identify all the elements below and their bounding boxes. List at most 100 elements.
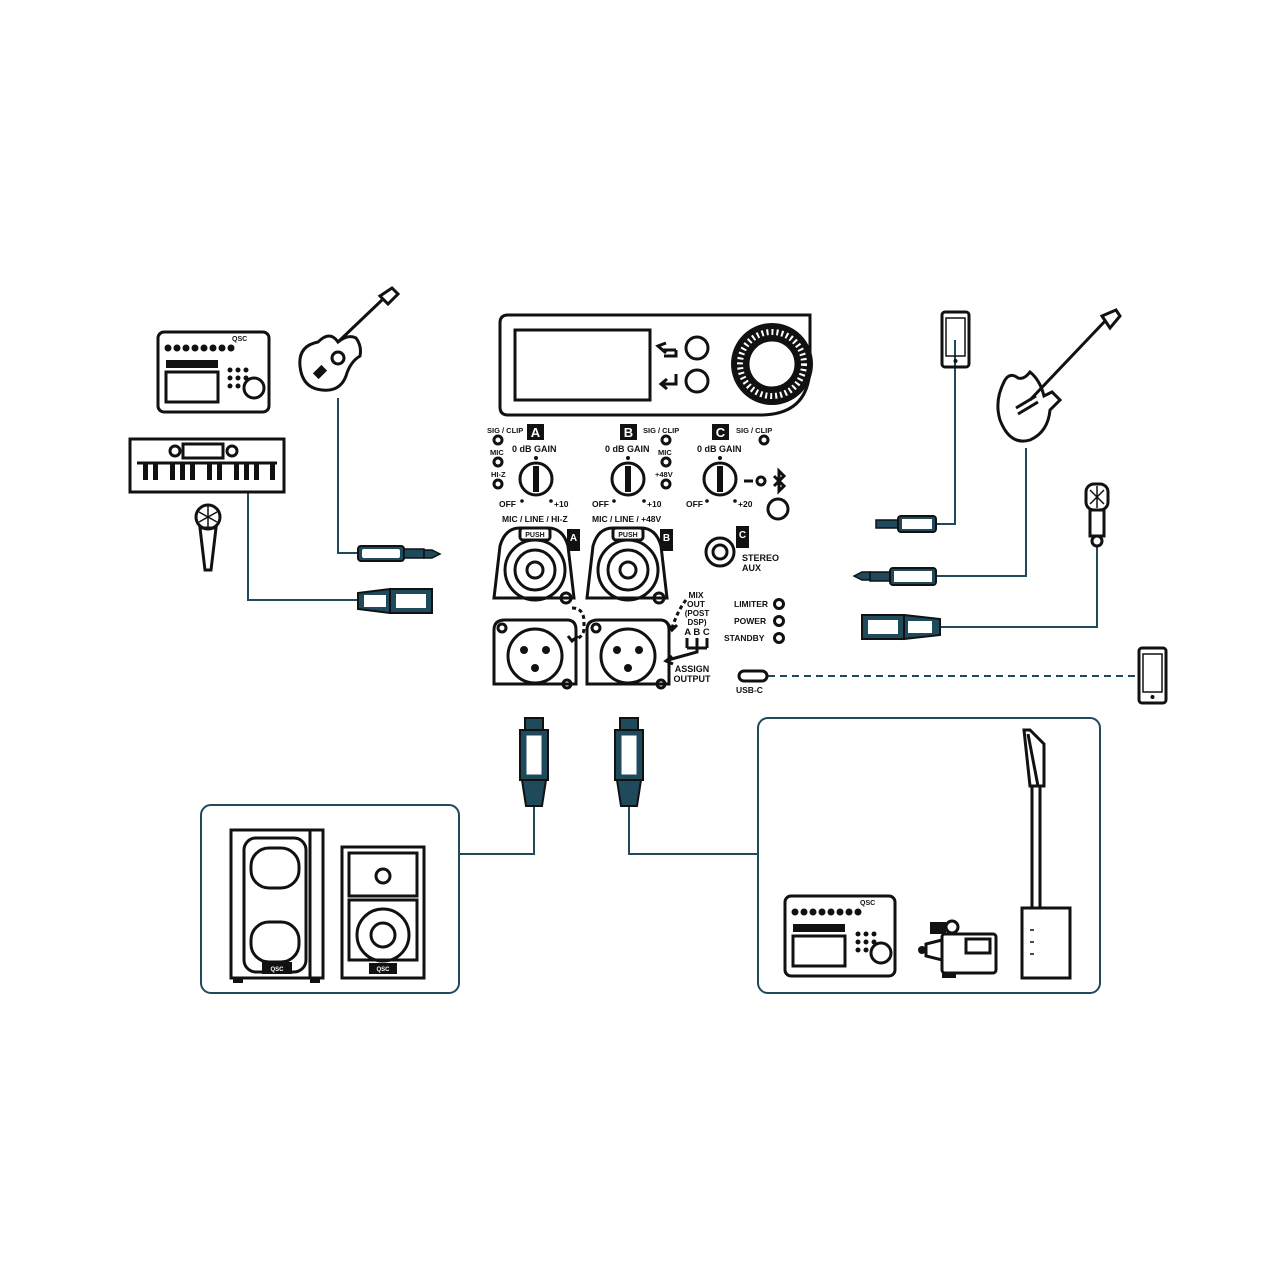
microphone-icon [194,503,222,572]
ch-a-letter: A [531,425,541,440]
mic-led-b [660,456,672,468]
keyboard-icon [128,437,286,494]
max-label-b: +10 [647,499,662,509]
gain-knob-a[interactable] [518,461,554,497]
xlr-output-a[interactable] [492,618,578,690]
stereo-label: STEREO [742,553,779,563]
guitar-ts-plug [357,545,442,562]
xlr-out-plug-b [614,717,644,807]
standby-led [773,632,785,644]
back-arrow-icon [655,341,678,358]
enter-arrow-icon [658,374,678,391]
guitar-icon [298,286,401,392]
bluetooth-pair-button[interactable] [766,497,790,521]
ch-b-letter: B [624,425,633,440]
in-a-letter: A [570,533,577,544]
max-label-c: +20 [738,499,753,509]
mixer-logo-bottom-right: QSC [860,900,875,907]
smartphone-icon [940,310,971,369]
smartphone-icon [1137,646,1168,705]
assign-out-cable [628,805,758,855]
sig-clip-label-c: SIG / CLIP [736,426,772,435]
subwoofer-logo: QSC [270,967,284,973]
monitors-group-box [200,804,460,994]
usbc-label: USB-C [736,685,763,695]
enter-button[interactable] [684,368,710,394]
sig-clip-label-a: SIG / CLIP [487,426,523,435]
ch-c-letter: C [716,425,726,440]
mic-led-a [492,456,504,468]
sig-clip-led-c [758,434,770,446]
monitor-out-cable [459,805,535,855]
bluetooth-led [755,475,767,487]
bass-ts-plug [852,567,937,586]
power-label: POWER [734,616,766,626]
video-camera-icon [918,919,998,978]
assign-label: ASSIGN [675,664,710,674]
hiz-led-a [492,478,504,490]
combo-jack-a[interactable] [492,526,576,605]
mic-xlr-plug [357,587,433,615]
gain-knob-b[interactable] [610,461,646,497]
bass-cable [936,448,1027,577]
outputs-group-box [757,717,1101,994]
subwoofer-icon: QSC [229,828,325,983]
mic-label-b: MIC [658,448,672,457]
back-button[interactable] [684,335,710,361]
off-label-a: OFF [499,499,516,509]
hiz-label-a: HI-Z [491,470,506,479]
main-encoder-knob[interactable] [746,338,798,390]
control-panel: A SIG / CLIP MIC HI-Z 0 dB GAIN OFF +10 … [487,313,813,695]
bluetooth-icon [772,467,787,495]
gain-label-b: 0 dB GAIN [605,444,650,454]
limiter-led [773,598,785,610]
gain-knob-c[interactable] [702,461,738,497]
xlr-output-b[interactable] [585,618,671,690]
mic-label-a: MIC [490,448,504,457]
off-label-b: OFF [592,499,609,509]
aux-label: AUX [742,563,761,573]
abc-label: A B C [684,627,710,638]
sig-clip-led-a [492,434,504,446]
push-label-a: PUSH [525,532,544,539]
bass-guitar-icon [996,308,1122,443]
combo-jack-b[interactable] [585,526,669,605]
post-label: (POST [685,609,710,618]
condenser-mic-cable [940,545,1098,628]
out-label: OUT [687,599,706,609]
push-label-b: PUSH [618,532,637,539]
xlr-out-plug-a [519,717,549,807]
in-c-tag [736,526,749,548]
off-label-c: OFF [686,499,703,509]
cables [247,340,1136,855]
gain-label-c: 0 dB GAIN [697,444,742,454]
keyboard-mic-cable [247,492,358,601]
max-label-a: +10 [554,499,569,509]
mix-label: MIX [688,590,703,600]
guitar-cable [337,398,358,554]
in-c-letter: C [739,530,746,541]
usbc-port[interactable] [737,669,769,683]
ch-b-badge [620,424,637,440]
sig-clip-label-b: SIG / CLIP [643,426,679,435]
studio-monitor-icon: QSC [340,845,426,980]
display-housing [498,313,812,417]
in-b-tag [660,529,673,551]
phantom-led-b [660,478,672,490]
limiter-label: LIMITER [734,599,768,609]
column-speaker-icon [1020,728,1072,980]
standby-label: STANDBY [724,633,765,643]
lcd-screen [513,328,652,402]
in-a-tag [567,529,580,551]
condenser-mic-icon [1084,482,1110,548]
input-b-label: MIC / LINE / +48V [592,514,662,524]
in-b-letter: B [663,533,670,544]
phantom-label-b: +48V [655,470,673,479]
ch-a-badge [527,424,544,440]
input-a-label: MIC / LINE / HI-Z [502,514,568,524]
mixer-icon: QSC [783,894,897,978]
ch-c-badge [712,424,729,440]
stereo-aux-jack[interactable] [704,536,736,568]
aux-mini-plug [875,515,937,533]
